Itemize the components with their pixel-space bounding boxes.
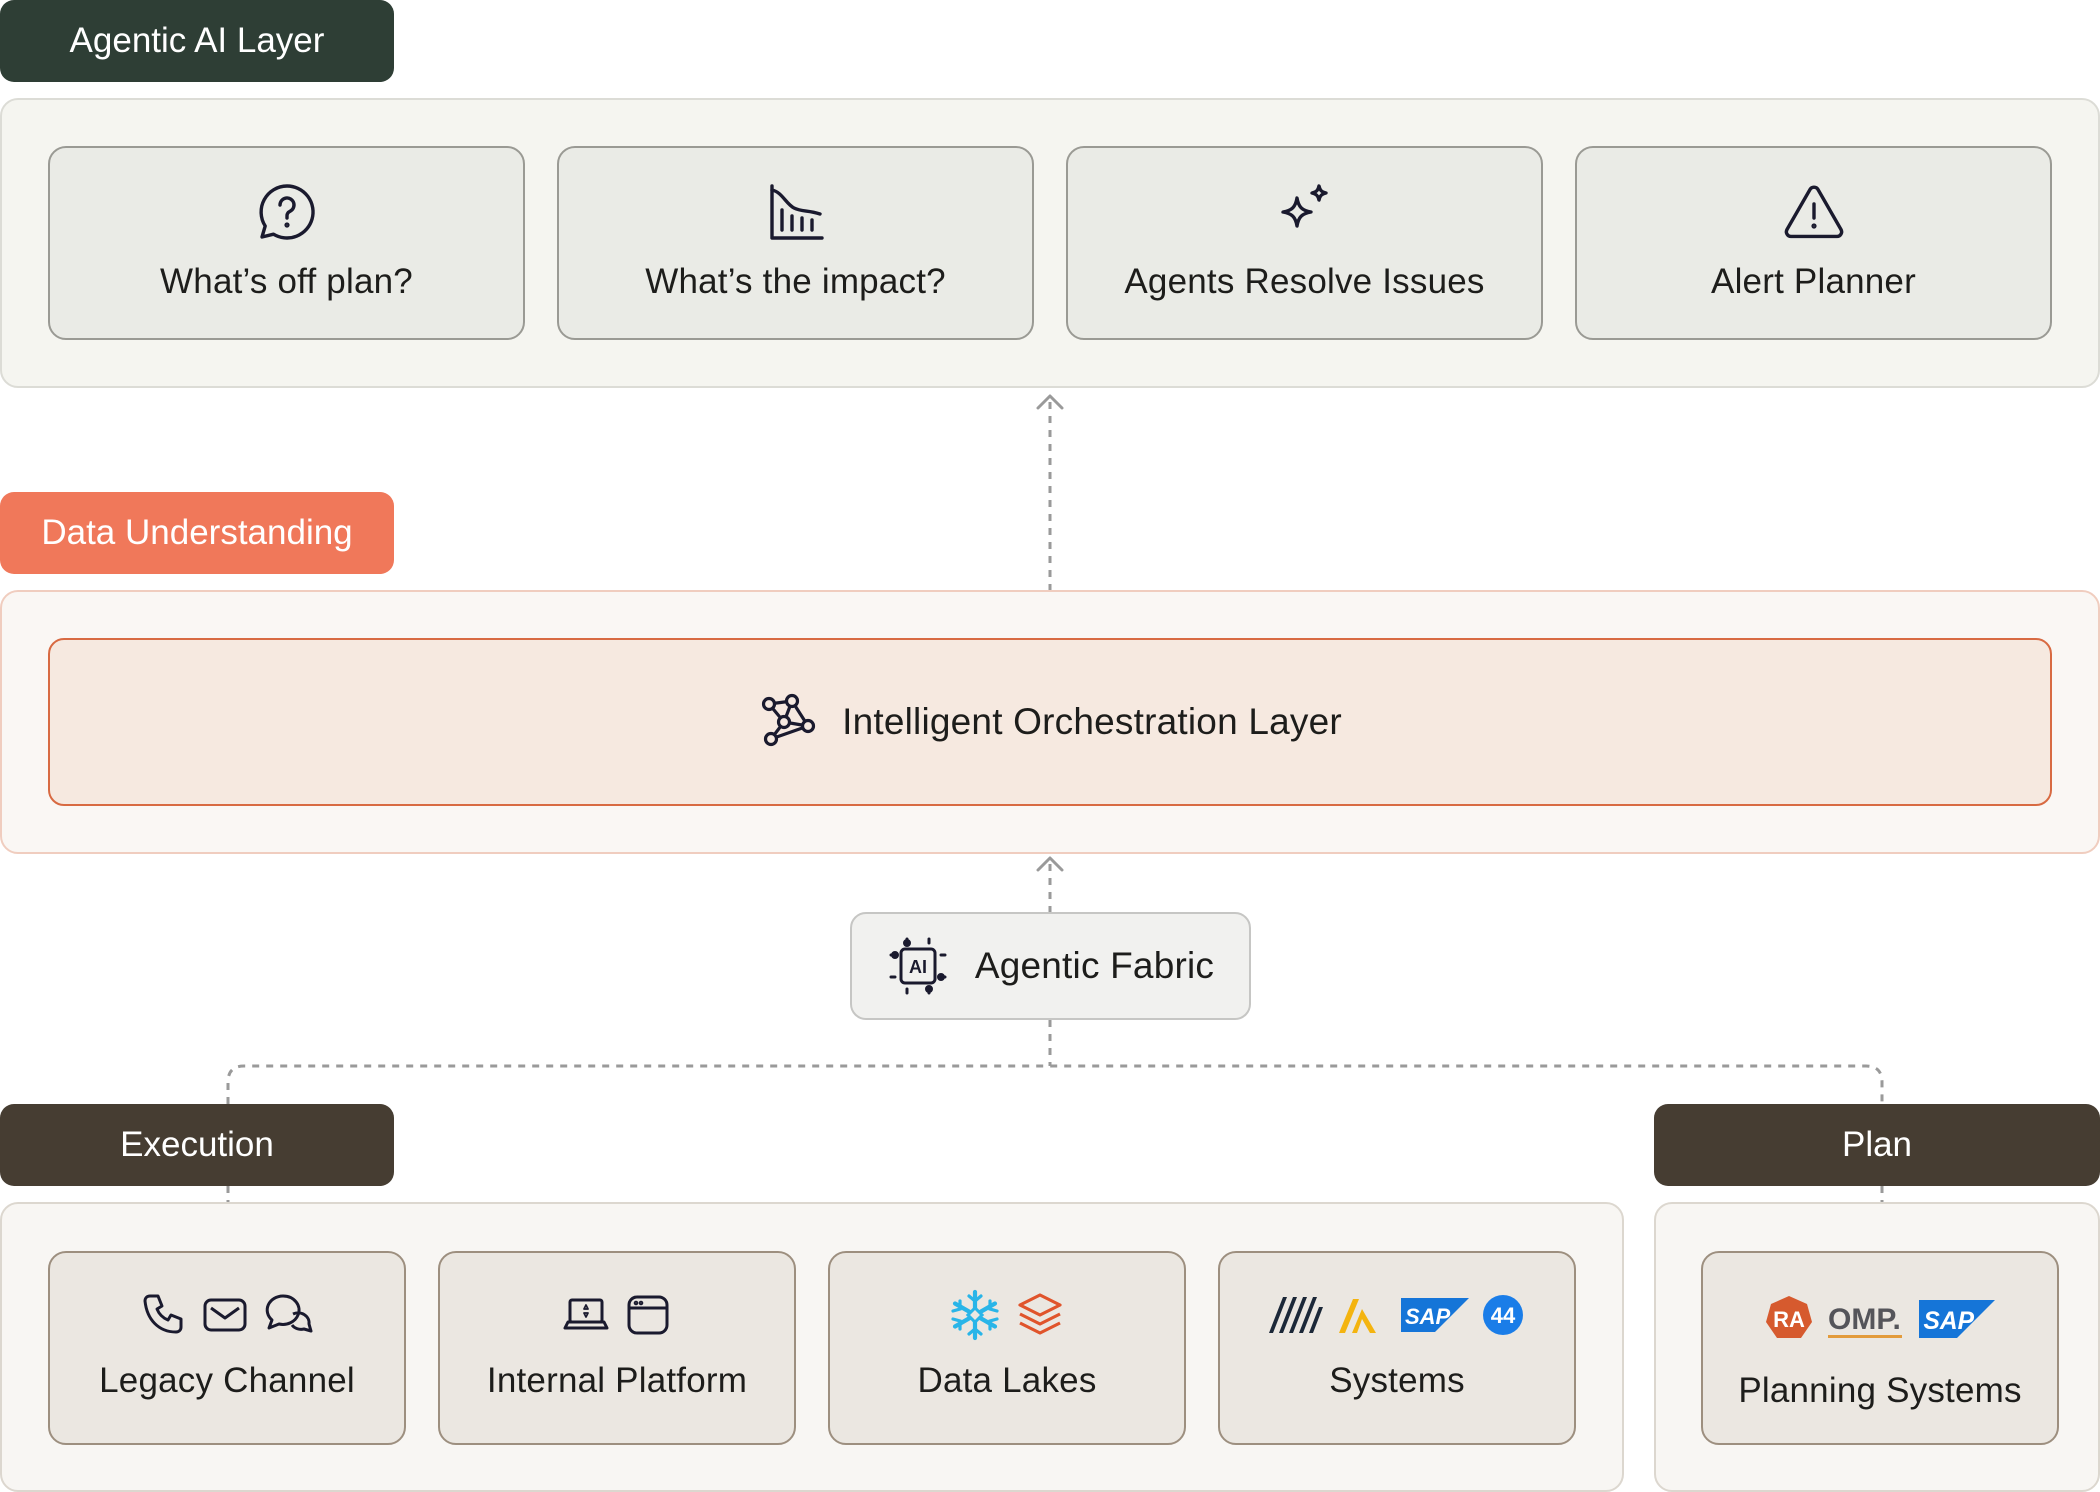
agents-resolve-card[interactable]: Agents Resolve Issues: [1066, 146, 1543, 340]
ai-chip-icon: AI: [887, 935, 949, 997]
data-lakes-card[interactable]: Data Lakes: [828, 1251, 1186, 1445]
manhattan-logo-icon: [1269, 1297, 1323, 1333]
ra-logo-icon: RA: [1766, 1296, 1812, 1338]
ra-logo-text: RA: [1773, 1307, 1805, 1332]
laptop-icon: [563, 1298, 609, 1330]
off-plan-label: What’s off plan?: [160, 262, 413, 301]
systems-card[interactable]: SAP 44 Systems: [1218, 1251, 1576, 1445]
mail-icon: [203, 1298, 247, 1332]
alert-planner-card[interactable]: Alert Planner: [1575, 146, 2052, 340]
sap-logo-icon: SAP: [1401, 1298, 1469, 1332]
plan-tag: Plan: [1654, 1104, 2100, 1186]
impact-card[interactable]: What’s the impact?: [557, 146, 1034, 340]
project44-logo-icon: 44: [1483, 1295, 1523, 1335]
sap-logo-text: SAP: [1923, 1308, 1974, 1335]
agentic-fabric-box[interactable]: AI Agentic Fabric: [850, 912, 1251, 1020]
question-bubble-icon: [255, 178, 319, 246]
warning-triangle-icon: [1782, 178, 1846, 246]
browser-window-icon: [627, 1295, 669, 1335]
sap-logo-icon: SAP: [1919, 1300, 1995, 1338]
internal-platform-card[interactable]: Internal Platform: [438, 1251, 796, 1445]
plan-label: Plan: [1841, 1125, 1913, 1164]
data-understanding-tag: Data Understanding: [0, 492, 394, 574]
agentic-fabric-label: Agentic Fabric: [974, 945, 1215, 986]
execution-tag: Execution: [0, 1104, 394, 1186]
execution-label: Execution: [120, 1125, 274, 1164]
blue-yonder-logo-icon: [1339, 1299, 1376, 1333]
omp-logo-icon: OMP.: [1828, 1303, 1902, 1338]
data-understanding-label: Data Understanding: [41, 513, 353, 552]
databricks-logo-icon: [1018, 1293, 1062, 1335]
network-graph-icon: [758, 693, 816, 751]
agentic-ai-layer-label: Agentic AI Layer: [69, 21, 325, 60]
planning-systems-card[interactable]: RA OMP. SAP Planning Systems: [1701, 1251, 2059, 1445]
declining-bar-chart-icon: [764, 178, 828, 246]
agents-resolve-label: Agents Resolve Issues: [1124, 262, 1485, 301]
planning-systems-label: Planning Systems: [1738, 1371, 2022, 1410]
sparkle-icon: [1273, 178, 1337, 246]
alert-planner-label: Alert Planner: [1711, 262, 1916, 301]
chat-bubbles-icon: [265, 1294, 313, 1333]
sap-logo-text: SAP: [1405, 1304, 1451, 1329]
impact-label: What’s the impact?: [645, 262, 946, 301]
project44-logo-text: 44: [1491, 1303, 1516, 1328]
legacy-channel-card[interactable]: Legacy Channel: [48, 1251, 406, 1445]
systems-label: Systems: [1329, 1361, 1465, 1400]
internal-platform-label: Internal Platform: [486, 1361, 748, 1400]
data-lakes-label: Data Lakes: [917, 1361, 1097, 1400]
legacy-channel-label: Legacy Channel: [99, 1361, 355, 1400]
orchestration-layer-label: Intelligent Orchestration Layer: [842, 701, 1342, 742]
agentic-ai-layer-tag: Agentic AI Layer: [0, 0, 394, 82]
orchestration-layer-box[interactable]: Intelligent Orchestration Layer: [48, 638, 2052, 806]
omp-logo-text: OMP.: [1828, 1303, 1901, 1336]
phone-icon: [143, 1294, 183, 1334]
off-plan-card[interactable]: What’s off plan?: [48, 146, 525, 340]
svg-text:AI: AI: [909, 957, 927, 977]
snowflake-logo-icon: [951, 1289, 999, 1341]
